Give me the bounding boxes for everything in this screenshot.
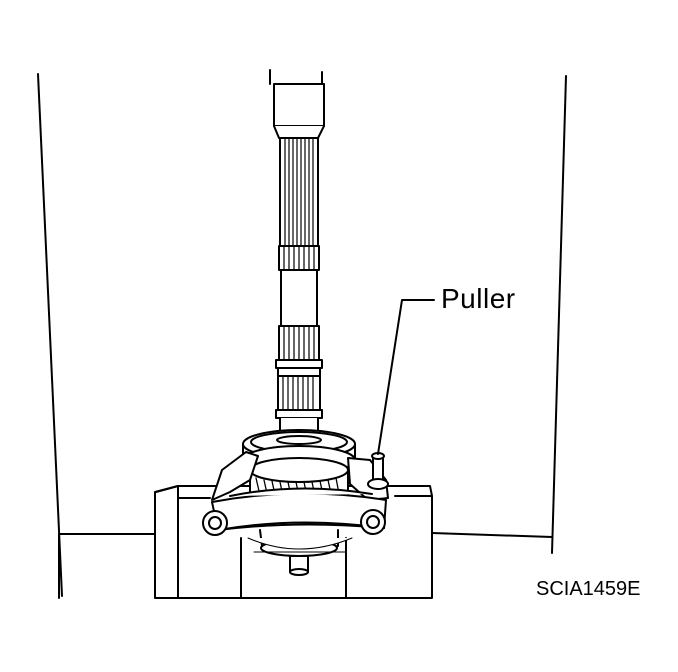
callout-label-puller: Puller [441,283,516,314]
callout-leader [378,300,434,454]
figure-code: SCIA1459E [536,578,641,600]
press-frame [38,74,566,598]
main-shaft [276,138,322,440]
press-ram [270,70,324,138]
puller-tool [203,452,388,575]
